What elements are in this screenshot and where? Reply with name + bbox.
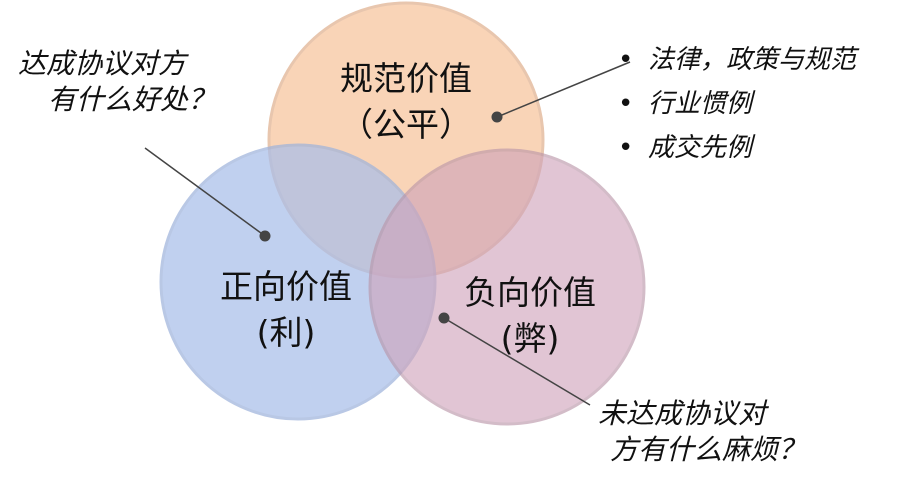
bullet-item-text: 成交先例 <box>648 133 753 163</box>
benefit-question-line: 达成协议对方 <box>18 47 187 80</box>
bullet-item-text: 法律，政策与规范 <box>648 45 857 75</box>
callout-line-right <box>443 317 591 406</box>
trouble-question-line: 未达成协议对 <box>598 397 767 430</box>
negative-value-title: 负向价值 <box>464 273 596 312</box>
benefit-question-line: 有什么好处？ <box>48 83 217 116</box>
normative-bullet-list: • 法律，政策与规范 • 行业惯例 • 成交先例 <box>618 38 856 170</box>
bullet-item: • 法律，政策与规范 <box>618 38 856 82</box>
trouble-question: 未达成协议对 方有什么麻烦？ <box>598 396 806 468</box>
positive-value-label: 正向价值 (利) <box>166 264 406 356</box>
bullet-item: • 成交先例 <box>618 126 856 170</box>
callout-line-left <box>144 147 266 237</box>
bullet-icon: • <box>618 89 634 119</box>
callout-dot-top <box>491 111 503 123</box>
benefit-question: 达成协议对方 有什么好处？ <box>18 46 216 118</box>
negative-value-label: 负向价值 (弊) <box>410 270 650 362</box>
bullet-icon: • <box>618 45 634 75</box>
positive-value-subtitle: (利) <box>256 313 316 352</box>
bullet-item: • 行业惯例 <box>618 82 856 126</box>
bullet-item-text: 行业惯例 <box>648 89 753 119</box>
normative-value-subtitle: （公平） <box>340 105 472 144</box>
normative-value-label: 规范价值 （公平） <box>286 56 526 148</box>
positive-value-title: 正向价值 <box>220 267 352 306</box>
normative-value-title: 规范价值 <box>340 59 472 98</box>
callout-dot-right <box>438 312 450 324</box>
callout-line-top <box>496 61 631 118</box>
callout-dot-left <box>259 230 271 242</box>
negative-value-subtitle: (弊) <box>500 319 560 358</box>
bullet-icon: • <box>618 133 634 163</box>
trouble-question-line: 方有什么麻烦？ <box>610 433 807 466</box>
circle-negative-value <box>368 148 646 426</box>
